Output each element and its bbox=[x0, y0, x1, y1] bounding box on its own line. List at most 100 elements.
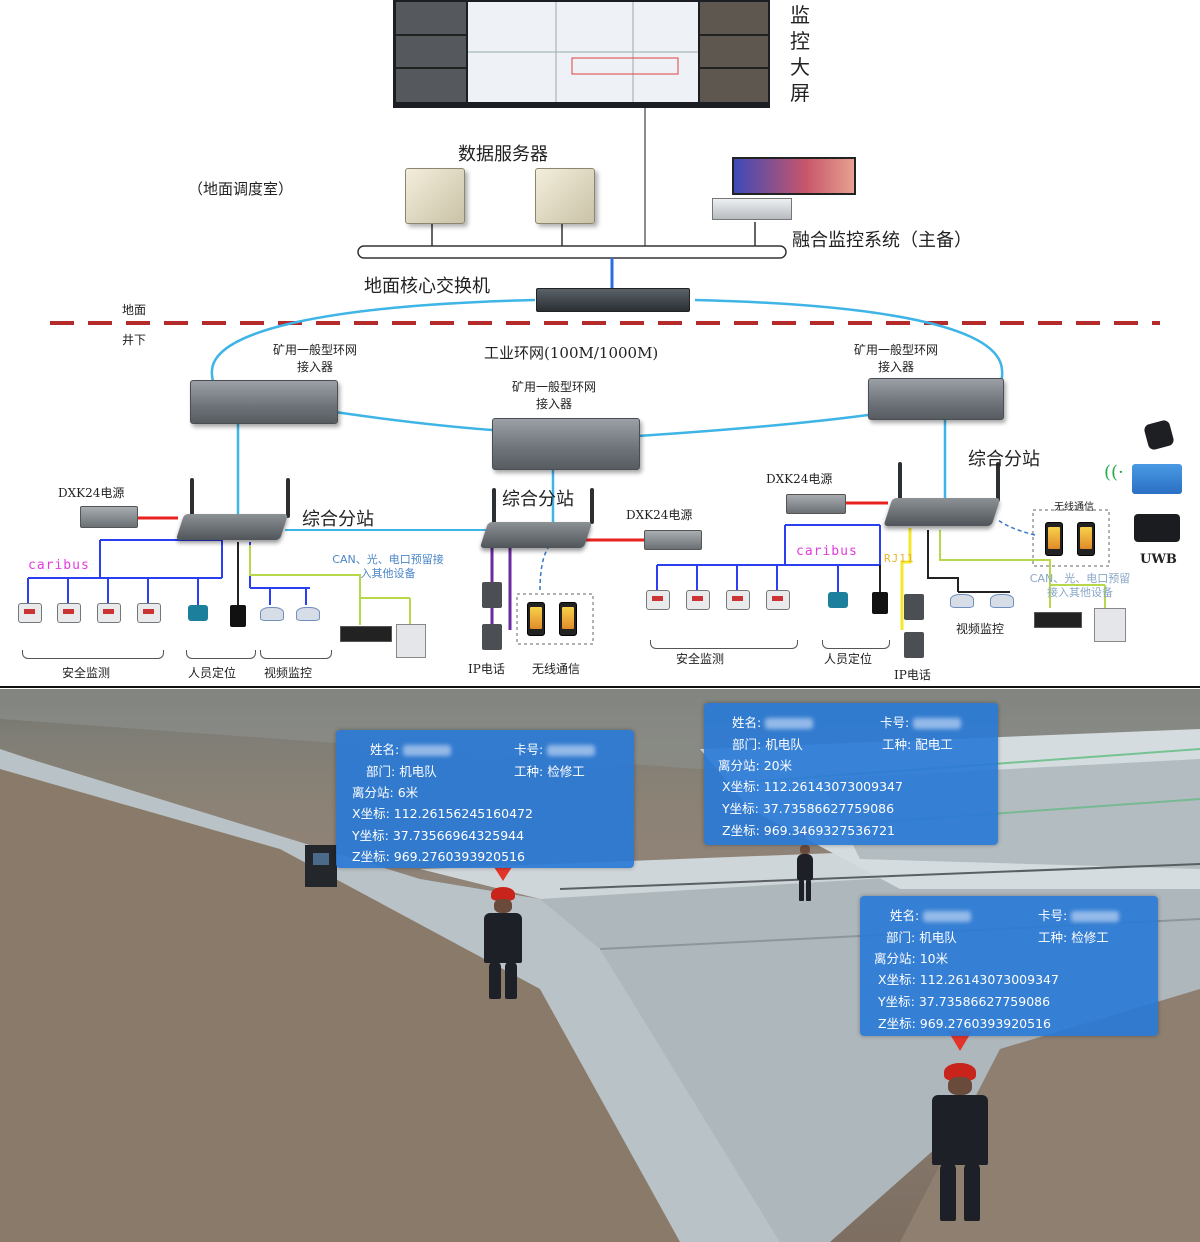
personnel-label-left: 人员定位 bbox=[188, 666, 237, 680]
worker-leg bbox=[489, 961, 501, 999]
worker-3[interactable] bbox=[926, 1031, 994, 1223]
type-field-label: 工种: bbox=[1038, 930, 1068, 945]
y-value: 37.73586627759086 bbox=[762, 801, 895, 816]
caribus-label-right: caribus bbox=[796, 544, 858, 559]
worker-leg bbox=[505, 961, 517, 999]
core-switch bbox=[536, 288, 690, 312]
type-field-label: 工种: bbox=[514, 764, 544, 779]
data-server-2 bbox=[535, 168, 595, 224]
data-server-1 bbox=[405, 168, 465, 224]
video-tile-right bbox=[700, 2, 768, 102]
y-field-label: Y坐标: bbox=[878, 994, 915, 1009]
worker-info-card-2[interactable]: 姓名: 卡号: 部门: 机电队 工种: 配电工 离分站: 20米 X坐标: 11… bbox=[704, 703, 998, 845]
location-arrow-icon bbox=[948, 1031, 972, 1051]
redacted-card-no bbox=[913, 718, 962, 729]
video-label-right: 视频监控 bbox=[956, 622, 1005, 636]
antenna bbox=[190, 478, 194, 518]
locator-tag bbox=[872, 592, 888, 614]
camera-icon bbox=[296, 607, 320, 621]
z-field-label: Z坐标: bbox=[352, 849, 390, 864]
display-unit bbox=[1034, 612, 1082, 628]
personnel-brace bbox=[186, 650, 256, 659]
can-note-left: CAN、光、电口预留接入其他设备 bbox=[332, 553, 444, 580]
uwb-label: UWB bbox=[1140, 552, 1177, 567]
substation-right bbox=[883, 498, 1001, 526]
dxk24-label-mid: DXK24电源 bbox=[626, 508, 693, 522]
station-value: 10米 bbox=[919, 951, 949, 966]
ip-phone-label-right: IP电话 bbox=[894, 668, 931, 682]
substation-label-right: 综合分站 bbox=[968, 449, 1040, 470]
gas-sensor bbox=[57, 603, 81, 623]
redacted-name bbox=[923, 911, 972, 922]
ring-access-label-right: 矿用一般型环网接入器 bbox=[853, 343, 938, 374]
ring-access-label-mid: 矿用一般型环网接入器 bbox=[511, 380, 596, 411]
worker-torso bbox=[932, 1095, 988, 1165]
worker-leg bbox=[799, 879, 804, 901]
display-unit bbox=[340, 626, 392, 642]
camera-icon bbox=[950, 594, 974, 608]
safety-label-left: 安全监测 bbox=[62, 666, 111, 680]
helmet-icon bbox=[944, 1063, 976, 1081]
diagram-lines bbox=[0, 0, 1200, 688]
substation-left bbox=[175, 514, 289, 540]
fusion-system-label: 融合监控系统（主备） bbox=[792, 230, 972, 251]
uwb-base bbox=[1134, 514, 1180, 542]
dispatch-room-label: （地面调度室） bbox=[188, 180, 294, 198]
dxk24-label-left: DXK24电源 bbox=[58, 486, 125, 500]
type-value: 检修工 bbox=[547, 764, 585, 779]
fusion-monitor-screen bbox=[732, 157, 856, 195]
worker-info-card-1[interactable]: 姓名: 卡号: 部门: 机电队 工种: 检修工 离分站: 6米 X坐标: 112… bbox=[336, 730, 634, 868]
x-value: 112.26156245160472 bbox=[393, 806, 533, 821]
name-field-label: 姓名: bbox=[732, 715, 762, 730]
personnel-3d-scene[interactable]: 姓名: 卡号: 部门: 机电队 工种: 检修工 离分站: 6米 X坐标: 112… bbox=[0, 689, 1200, 1242]
personnel-brace bbox=[822, 640, 890, 649]
card-field-label: 卡号: bbox=[880, 715, 910, 730]
ring-network-label: 工业环网(100M/1000M) bbox=[484, 344, 659, 362]
worker-info-card-3[interactable]: 姓名: 卡号: 部门: 机电队 工种: 检修工 离分站: 10米 X坐标: 11… bbox=[860, 896, 1158, 1036]
type-value: 检修工 bbox=[1071, 930, 1109, 945]
station-value: 20米 bbox=[763, 758, 793, 773]
underground-label: 井下 bbox=[122, 333, 147, 347]
z-value: 969.2760393920516 bbox=[919, 1016, 1051, 1031]
x-field-label: X坐标: bbox=[722, 779, 760, 794]
antenna bbox=[898, 462, 902, 502]
helmet-icon bbox=[491, 887, 515, 901]
safety-brace bbox=[650, 640, 798, 649]
name-field-label: 姓名: bbox=[370, 742, 400, 757]
y-field-label: Y坐标: bbox=[722, 801, 759, 816]
z-value: 969.2760393920516 bbox=[393, 849, 525, 864]
camera-icon bbox=[990, 594, 1014, 608]
dept-value: 机电队 bbox=[399, 764, 437, 779]
personnel-label-right: 人员定位 bbox=[824, 652, 873, 666]
antenna bbox=[590, 488, 594, 524]
y-field-label: Y坐标: bbox=[352, 828, 389, 843]
caribus-label-left: caribus bbox=[28, 558, 90, 573]
camera-icon bbox=[260, 607, 284, 621]
wireless-comm-label-mid: 无线通信 bbox=[532, 662, 581, 676]
name-field-label: 姓名: bbox=[890, 908, 920, 923]
y-value: 37.73586627759086 bbox=[918, 994, 1051, 1009]
station-field-label: 离分站: bbox=[352, 785, 394, 800]
worker-leg bbox=[940, 1163, 956, 1221]
redacted-card-no bbox=[1071, 911, 1120, 922]
dxk24-power-right bbox=[786, 494, 846, 514]
safety-brace bbox=[22, 650, 164, 659]
gas-sensor bbox=[137, 603, 161, 623]
antenna bbox=[996, 462, 1000, 502]
worker-1[interactable] bbox=[480, 867, 526, 999]
ip-phone-label-mid: IP电话 bbox=[468, 662, 505, 676]
wireless-phone-icon bbox=[559, 602, 577, 636]
locator-reader bbox=[188, 605, 208, 621]
dept-field-label: 部门: bbox=[366, 764, 396, 779]
gas-sensor bbox=[766, 590, 790, 610]
station-field-label: 离分站: bbox=[718, 758, 760, 773]
station-value: 6米 bbox=[397, 785, 419, 800]
dxk24-label-right: DXK24电源 bbox=[766, 472, 833, 486]
worker-torso bbox=[484, 913, 522, 963]
substation-label-mid: 综合分站 bbox=[502, 489, 574, 510]
dxk24-power-mid bbox=[644, 530, 702, 550]
x-value: 112.26143073009347 bbox=[763, 779, 903, 794]
uwb-reader bbox=[1132, 464, 1182, 494]
dxk24-power-left bbox=[80, 506, 138, 528]
